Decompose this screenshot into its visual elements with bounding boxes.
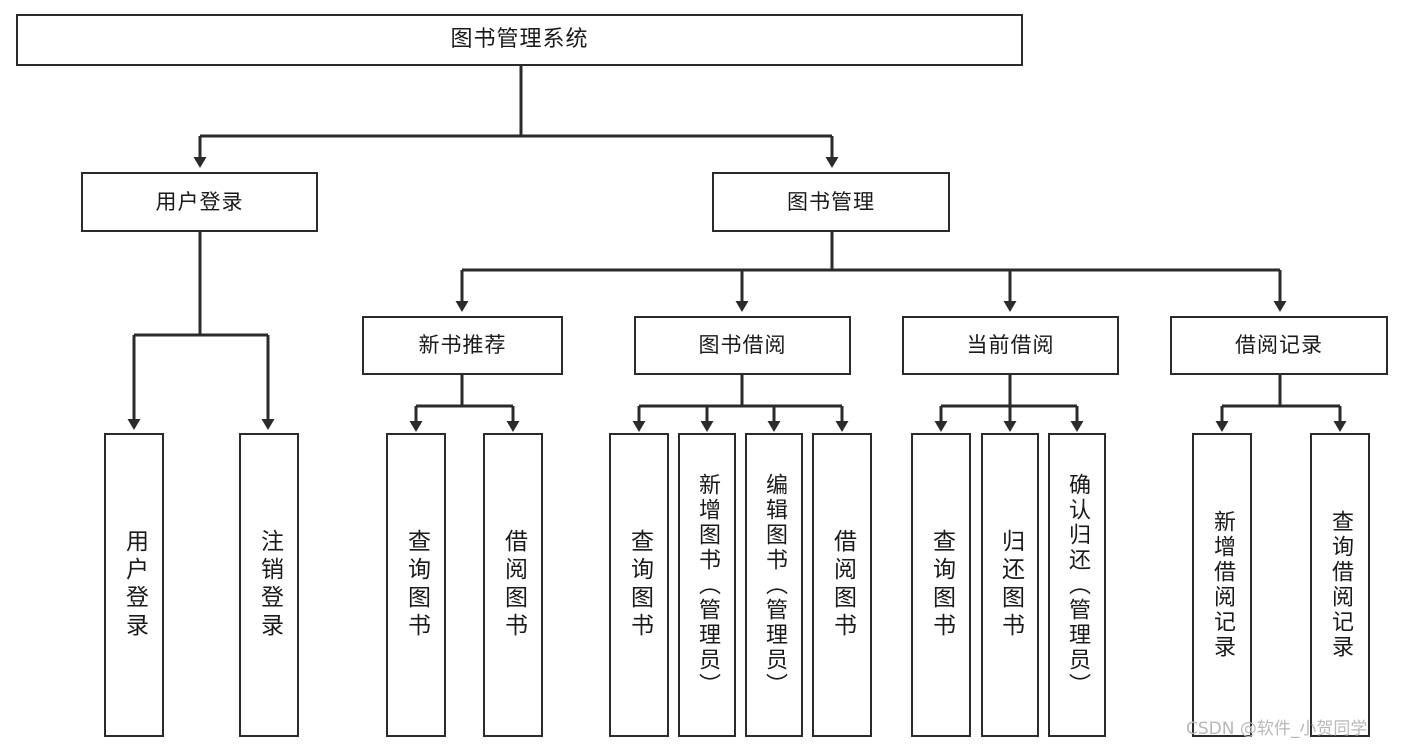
node-leaf-add-borrow-record[interactable]: 新增借阅记录 xyxy=(1192,433,1252,737)
node-new-book-recommend[interactable]: 新书推荐 xyxy=(362,316,563,375)
node-leaf-query-book-recommend[interactable]: 查询图书 xyxy=(386,433,446,737)
node-book-borrow[interactable]: 图书借阅 xyxy=(634,316,851,375)
node-leaf-confirm-return-admin[interactable]: 确认归还（管理员） xyxy=(1048,433,1106,737)
node-leaf-user-login-label: 用户登录 xyxy=(121,529,148,641)
node-user-login-label: 用户登录 xyxy=(155,189,244,214)
node-leaf-edit-book-admin-label: 编辑图书（管理员） xyxy=(762,472,787,698)
node-current-borrow[interactable]: 当前借阅 xyxy=(902,316,1119,375)
node-leaf-confirm-return-admin-label: 确认归还（管理员） xyxy=(1065,472,1090,698)
node-leaf-query-book-borrow[interactable]: 查询图书 xyxy=(609,433,669,737)
node-leaf-edit-book-admin[interactable]: 编辑图书（管理员） xyxy=(745,433,803,737)
node-leaf-return-book-label: 归还图书 xyxy=(997,529,1024,641)
node-borrow-record[interactable]: 借阅记录 xyxy=(1170,316,1388,375)
node-root[interactable]: 图书管理系统 xyxy=(16,14,1023,66)
node-leaf-query-borrow-record-label: 查询借阅记录 xyxy=(1328,510,1353,660)
node-book-management[interactable]: 图书管理 xyxy=(712,172,950,232)
node-leaf-user-logout[interactable]: 注销登录 xyxy=(239,433,299,737)
node-current-borrow-label: 当前借阅 xyxy=(966,333,1055,358)
node-leaf-user-login[interactable]: 用户登录 xyxy=(104,433,164,737)
node-user-login[interactable]: 用户登录 xyxy=(81,172,318,232)
node-leaf-user-logout-label: 注销登录 xyxy=(256,529,283,641)
node-new-book-recommend-label: 新书推荐 xyxy=(418,333,507,358)
node-leaf-borrow-book[interactable]: 借阅图书 xyxy=(812,433,872,737)
node-leaf-query-book-recommend-label: 查询图书 xyxy=(403,529,430,641)
node-leaf-add-book-admin[interactable]: 新增图书（管理员） xyxy=(678,433,736,737)
node-leaf-borrow-book-label: 借阅图书 xyxy=(829,529,856,641)
node-root-label: 图书管理系统 xyxy=(450,27,589,53)
node-leaf-add-book-admin-label: 新增图书（管理员） xyxy=(695,472,720,698)
node-leaf-query-book-borrow-label: 查询图书 xyxy=(626,529,653,641)
node-borrow-record-label: 借阅记录 xyxy=(1235,333,1323,358)
node-leaf-query-book-current[interactable]: 查询图书 xyxy=(911,433,971,737)
node-book-borrow-label: 图书借阅 xyxy=(698,333,787,358)
node-leaf-borrow-book-recommend-label: 借阅图书 xyxy=(500,529,527,641)
node-leaf-return-book[interactable]: 归还图书 xyxy=(981,433,1039,737)
csdn-watermark: CSDN @软件_小贺同学 xyxy=(1186,719,1368,739)
node-leaf-borrow-book-recommend[interactable]: 借阅图书 xyxy=(483,433,543,737)
node-book-management-label: 图书管理 xyxy=(787,189,875,214)
node-leaf-add-borrow-record-label: 新增借阅记录 xyxy=(1210,510,1235,660)
node-leaf-query-book-current-label: 查询图书 xyxy=(928,529,955,641)
node-leaf-query-borrow-record[interactable]: 查询借阅记录 xyxy=(1310,433,1370,737)
